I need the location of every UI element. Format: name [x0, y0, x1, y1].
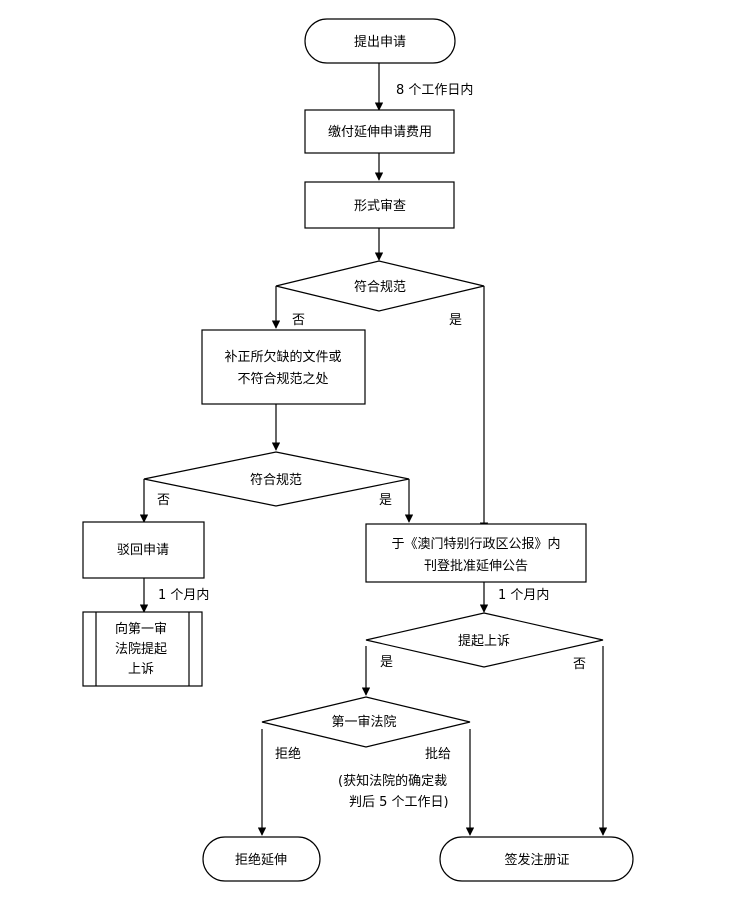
court-approve-label: 批给 [425, 747, 451, 762]
nodes: 提出申请 缴付延伸申请费用 形式审查 符合规范 补正所欠缺的文件或 不符合规范之… [82, 18, 634, 882]
publish-box [365, 523, 587, 583]
start-label: 提出申请 [354, 34, 406, 50]
court-refuse-label: 拒绝 [275, 746, 301, 762]
refuse-label: 拒绝延伸 [235, 852, 287, 868]
appeal-box [82, 611, 203, 687]
court-note-line1: (获知法院的确定裁 [338, 773, 447, 789]
formal-review-box [304, 181, 455, 229]
check1-label: 符合规范 [354, 279, 406, 295]
check1-no-label: 否 [292, 313, 305, 328]
edge-labels: 8 个工作日内 否 是 否 是 1 个月内 1 个月内 是 否 拒绝 批给 (获… [157, 82, 586, 810]
reject-label: 驳回申请 [117, 543, 169, 558]
formal-review-label: 形式审查 [354, 199, 406, 214]
within-8-days-label: 8 个工作日内 [396, 82, 473, 98]
publish-label-line1: 于《澳门特别行政区公报》内 [391, 536, 560, 552]
check2-yes-label: 是 [379, 493, 392, 508]
court-note-line2: 判后 5 个工作日) [349, 795, 449, 810]
court-decision [261, 696, 471, 748]
refuse-terminal [202, 836, 321, 882]
publish-label-line2: 刊登批准延伸公告 [424, 559, 528, 574]
publish-month-label: 1 个月内 [498, 587, 549, 603]
pay-fee-label: 缴付延伸申请费用 [328, 125, 432, 140]
objection-yes-label: 是 [380, 655, 393, 670]
correct-label-line1: 补正所欠缺的文件或 [224, 349, 341, 365]
start-terminal [304, 18, 456, 64]
check2-label: 符合规范 [250, 472, 302, 488]
court-label: 第一审法院 [331, 715, 396, 730]
objection-decision [365, 612, 604, 668]
appeal-label-line3: 上诉 [128, 662, 154, 677]
objection-label: 提起上诉 [458, 633, 510, 649]
correct-box [201, 329, 366, 405]
appeal-label-line2: 法院提起 [115, 641, 167, 657]
check1-decision [275, 260, 485, 312]
edges [139, 63, 608, 836]
objection-no-label: 否 [573, 657, 586, 672]
check2-no-label: 否 [157, 493, 170, 508]
check1-yes-label: 是 [449, 313, 462, 328]
check2-decision [143, 451, 410, 507]
appeal-label-line1: 向第一审 [115, 621, 167, 637]
pay-fee-box [304, 109, 455, 154]
reject-box [82, 521, 205, 579]
certificate-label: 签发注册证 [504, 852, 569, 868]
certificate-terminal [439, 836, 634, 882]
correct-label-line2: 不符合规范之处 [237, 371, 328, 387]
reject-month-label: 1 个月内 [158, 587, 209, 603]
